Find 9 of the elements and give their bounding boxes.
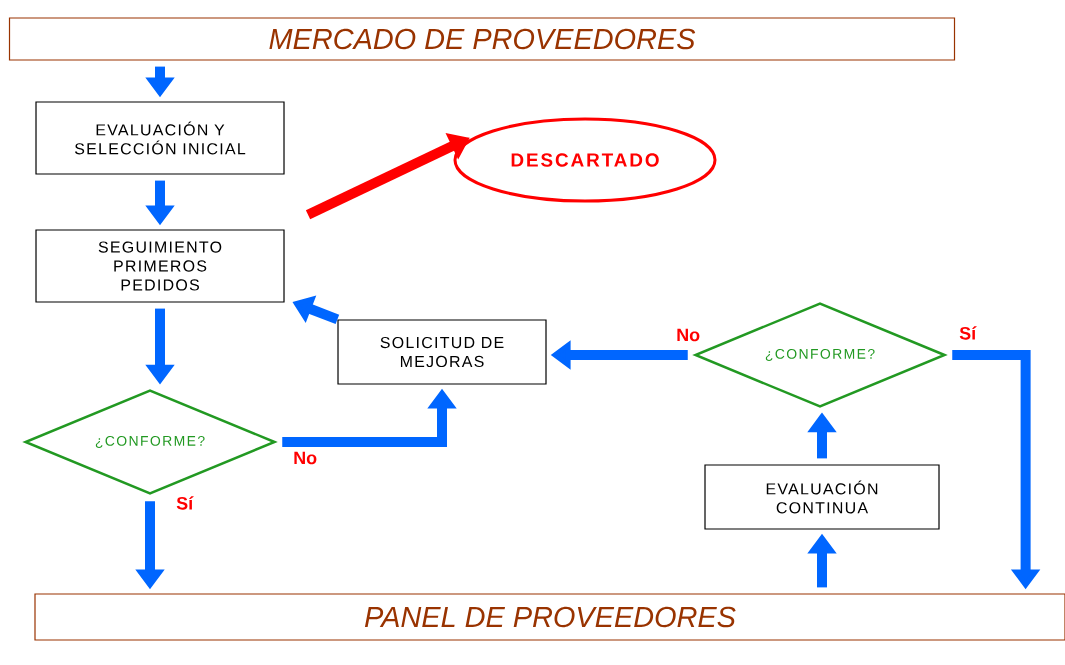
process-box: EVALUACIÓN CONTINUA bbox=[704, 464, 940, 530]
edge-label: Sí bbox=[175, 495, 195, 511]
edge-label: No bbox=[292, 450, 319, 466]
process-box: SEGUIMIENTO PRIMEROS PEDIDOS bbox=[35, 229, 285, 303]
process-box: EVALUACIÓN Y SELECCIÓN INICIAL bbox=[35, 101, 285, 175]
edge-label: Sí bbox=[958, 325, 978, 341]
heading-band: PANEL DE PROVEEDORES bbox=[34, 593, 1065, 641]
process-box: SOLICITUD DE MEJORAS bbox=[337, 319, 547, 385]
heading-band: MERCADO DE PROVEEDORES bbox=[8, 17, 956, 61]
